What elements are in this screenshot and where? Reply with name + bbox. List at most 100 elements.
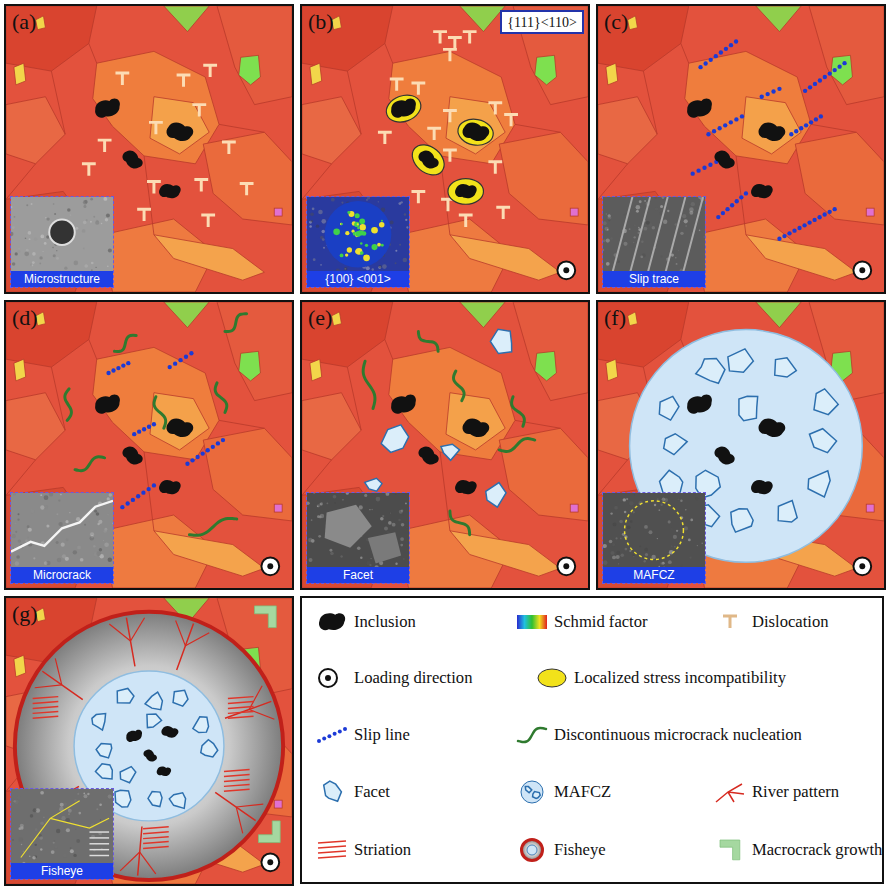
legend-entry: Slip line xyxy=(314,721,410,749)
inset-texture xyxy=(644,525,648,529)
inset-texture xyxy=(44,495,49,500)
inset-texture xyxy=(382,515,384,517)
inset-texture xyxy=(12,534,16,538)
inset-texture xyxy=(56,250,57,251)
inclusion xyxy=(757,121,786,143)
inset-caption: Microstructure xyxy=(11,271,113,287)
inclusion xyxy=(712,147,738,172)
inset-texture xyxy=(644,548,648,552)
inset-texture xyxy=(63,802,67,806)
striation xyxy=(228,697,254,699)
inset-texture xyxy=(651,555,655,559)
inset-texture xyxy=(21,844,22,845)
inset-texture xyxy=(674,546,676,548)
slip-dot xyxy=(803,89,807,93)
striation xyxy=(228,706,254,708)
inset-texture xyxy=(53,203,55,205)
inclusion xyxy=(142,747,159,764)
inset-texture xyxy=(357,546,361,550)
inset-texture xyxy=(311,519,313,521)
legend-entry: Striation xyxy=(314,836,411,864)
slip-dot xyxy=(120,505,124,509)
inset-texture xyxy=(603,221,607,225)
slip-dot xyxy=(789,132,793,136)
inset-texture xyxy=(75,227,78,230)
inset-texture xyxy=(639,200,642,203)
stage-overlay xyxy=(363,329,575,575)
inset-texture xyxy=(60,803,64,807)
legend-symbol-group xyxy=(317,727,347,743)
legend-symbol xyxy=(314,780,350,804)
inset-texture xyxy=(607,229,609,231)
slip-dot xyxy=(132,432,136,436)
inset-texture xyxy=(32,252,36,256)
legend-symbol xyxy=(712,780,748,804)
inclusion xyxy=(92,391,123,416)
inset-texture xyxy=(51,212,52,213)
inset-texture xyxy=(330,552,334,556)
facet xyxy=(92,713,106,730)
inset-texture xyxy=(29,855,31,857)
slip-dot xyxy=(116,366,120,370)
striation xyxy=(318,856,346,858)
river-pattern xyxy=(131,618,145,641)
inset-caption: Facet xyxy=(307,567,409,583)
inset-texture xyxy=(18,248,19,249)
slip-dot xyxy=(771,89,775,93)
inset-texture xyxy=(676,530,678,532)
microcrack xyxy=(363,361,375,408)
inset-texture xyxy=(66,202,68,204)
inset-texture xyxy=(46,217,49,220)
slip-dot xyxy=(818,78,822,82)
slip-dot xyxy=(185,462,189,466)
legend-symbol xyxy=(514,838,550,862)
inset-texture xyxy=(12,839,13,840)
inset-texture xyxy=(658,509,660,511)
inset-texture xyxy=(100,819,101,820)
inset-texture xyxy=(606,213,607,214)
inset-texture xyxy=(32,261,35,264)
slip-dot xyxy=(823,75,827,79)
inset-texture xyxy=(82,229,86,233)
pole-figure-spot xyxy=(371,227,378,234)
dislocation xyxy=(723,616,737,628)
legend-symbol-group xyxy=(538,669,566,687)
inset-caption: {100} <001> xyxy=(307,271,409,287)
inset-texture xyxy=(380,517,384,521)
slip-dot xyxy=(717,126,721,130)
slip-dot xyxy=(322,737,326,741)
slip-dot xyxy=(111,368,115,372)
pole-figure-spot xyxy=(365,244,368,247)
inset-texture xyxy=(395,494,396,495)
inset-texture xyxy=(70,847,72,849)
slip-dot xyxy=(152,483,156,487)
inset-texture xyxy=(84,524,86,526)
legend-symbol-group xyxy=(522,840,543,861)
legend-entry: Dislocation xyxy=(712,608,829,636)
stress-incompatibility xyxy=(406,139,450,181)
inset-striation xyxy=(89,837,109,838)
inset-texture xyxy=(395,250,397,252)
slip-dot xyxy=(327,734,331,738)
inset-texture xyxy=(33,557,35,559)
inset-texture xyxy=(313,258,316,261)
striation xyxy=(228,711,254,713)
striation xyxy=(224,770,250,772)
microcrack xyxy=(154,397,166,429)
slip-dot xyxy=(338,729,342,733)
inclusion xyxy=(161,725,180,739)
inset-texture xyxy=(378,265,382,269)
slip-dot xyxy=(813,82,817,86)
striation xyxy=(33,711,59,713)
legend-symbol-group xyxy=(324,781,342,801)
pole-figure-spot xyxy=(333,229,340,236)
inset-texture xyxy=(104,542,109,547)
inset-texture xyxy=(605,227,609,231)
pole-figure-spot xyxy=(359,218,365,224)
striation xyxy=(224,775,250,777)
inset-texture xyxy=(68,813,70,815)
inset-texture xyxy=(26,249,29,252)
inset-texture xyxy=(620,537,622,539)
loading-direction xyxy=(261,853,279,871)
inset-texture xyxy=(76,517,80,521)
